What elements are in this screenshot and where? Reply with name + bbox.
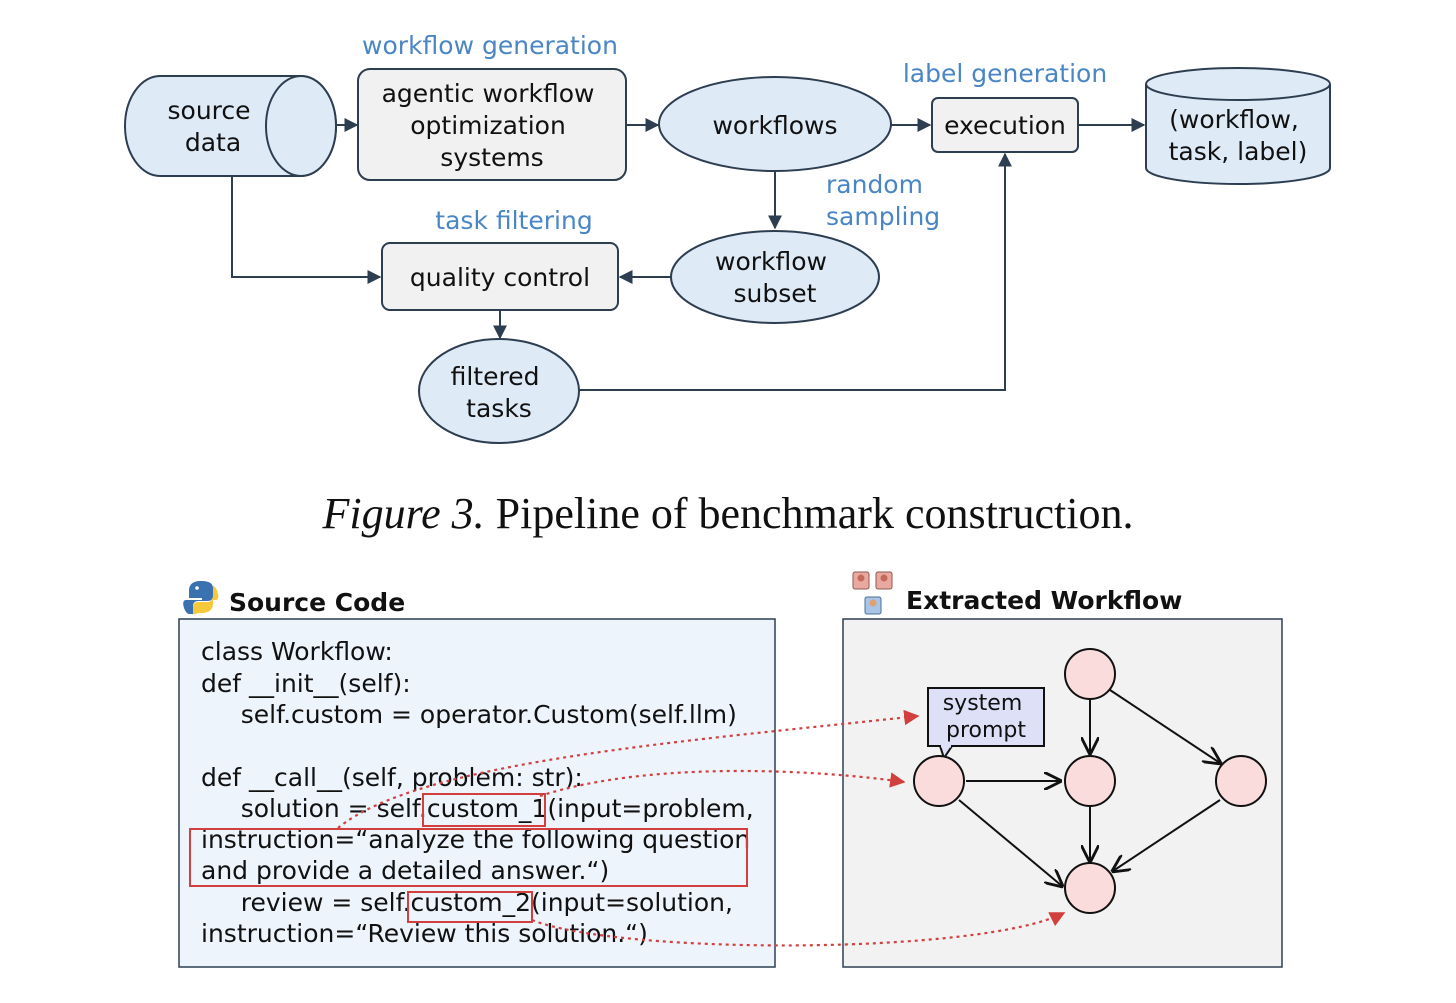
workflow-box xyxy=(842,618,1283,968)
extracted-workflow-panel: Extracted Workflow system prompt xyxy=(842,571,1283,968)
graph-node-top xyxy=(1064,648,1116,700)
workflow-graph-nodes xyxy=(913,648,1267,914)
code-line: and provide a detailed answer.“) xyxy=(201,856,609,885)
node-workflow-subset: workflow subset xyxy=(670,230,880,324)
label-random-sampling: random sampling xyxy=(826,170,940,231)
agents-icon xyxy=(852,571,893,615)
code-line: def __call__(self, problem: str): xyxy=(201,763,583,792)
node-agentic-systems: agentic workflow optimization systems xyxy=(357,68,627,181)
source-code-panel: Source Code class Workflow: def __init__… xyxy=(178,581,776,968)
code-line: class Workflow: xyxy=(201,637,393,666)
svg-text:workflow subset: workflow subset xyxy=(715,247,835,308)
svg-text:agentic workflow optim: agentic workflow optimization systems xyxy=(382,79,603,172)
edge-source-to-quality xyxy=(231,176,382,284)
extracted-workflow-title: Extracted Workflow xyxy=(906,586,1182,615)
label-task-filtering: task filtering xyxy=(435,206,592,235)
node-quality-control: quality control xyxy=(381,242,619,311)
svg-text:(workflow, task, label: (workflow, task, label) xyxy=(1169,105,1308,166)
workflow-graph-edges xyxy=(958,689,1221,886)
pipeline-diagram: workflow generation label generation tas… xyxy=(124,31,1331,444)
system-prompt-box: system prompt xyxy=(927,687,1045,761)
pipeline-connectors xyxy=(231,118,1146,391)
code-line: def __init__(self): xyxy=(201,669,411,698)
graph-node-left xyxy=(913,755,965,807)
node-workflows: workflows xyxy=(658,76,892,172)
map-instruction-to-prompt xyxy=(337,709,920,829)
code-line: solution = self.custom_1(input=problem, xyxy=(201,794,754,823)
node-filtered-tasks: filtered tasks xyxy=(418,338,580,444)
node-output-database: (workflow, task, label) xyxy=(1145,67,1331,185)
svg-text:filtered tasks: filtered tasks xyxy=(451,362,548,423)
map-custom2-to-node xyxy=(531,912,1066,947)
mapping-arrows xyxy=(337,709,1066,947)
python-icon xyxy=(183,581,219,615)
graph-edge xyxy=(1113,799,1221,871)
edge-filtered-to-execution xyxy=(579,152,1012,391)
graph-node-center xyxy=(1064,755,1116,807)
source-code-title: Source Code xyxy=(229,588,405,617)
svg-text:workflows: workflows xyxy=(712,111,837,140)
code-line: self.custom = operator.Custom(self.llm) xyxy=(201,700,737,729)
highlight-instruction xyxy=(189,828,748,887)
highlight-custom-2 xyxy=(407,891,533,923)
label-label-generation: label generation xyxy=(903,59,1107,88)
graph-node-right xyxy=(1215,755,1267,807)
graph-edge xyxy=(1109,689,1220,763)
svg-text:source data: source data xyxy=(168,96,259,157)
graph-edge xyxy=(958,799,1062,886)
figure-caption: Figure 3. Pipeline of benchmark construc… xyxy=(322,489,1134,538)
node-source-data: source data xyxy=(124,75,337,177)
highlight-custom-1 xyxy=(422,793,546,827)
label-workflow-generation: workflow generation xyxy=(362,31,618,60)
svg-text:system prompt: system prompt xyxy=(943,691,1030,743)
code-line: instruction=“Review this solution.“) xyxy=(201,919,648,948)
node-execution: execution xyxy=(931,97,1079,153)
graph-node-bottom xyxy=(1064,862,1116,914)
svg-text:execution: execution xyxy=(944,111,1066,140)
svg-text:quality control: quality control xyxy=(410,263,590,292)
